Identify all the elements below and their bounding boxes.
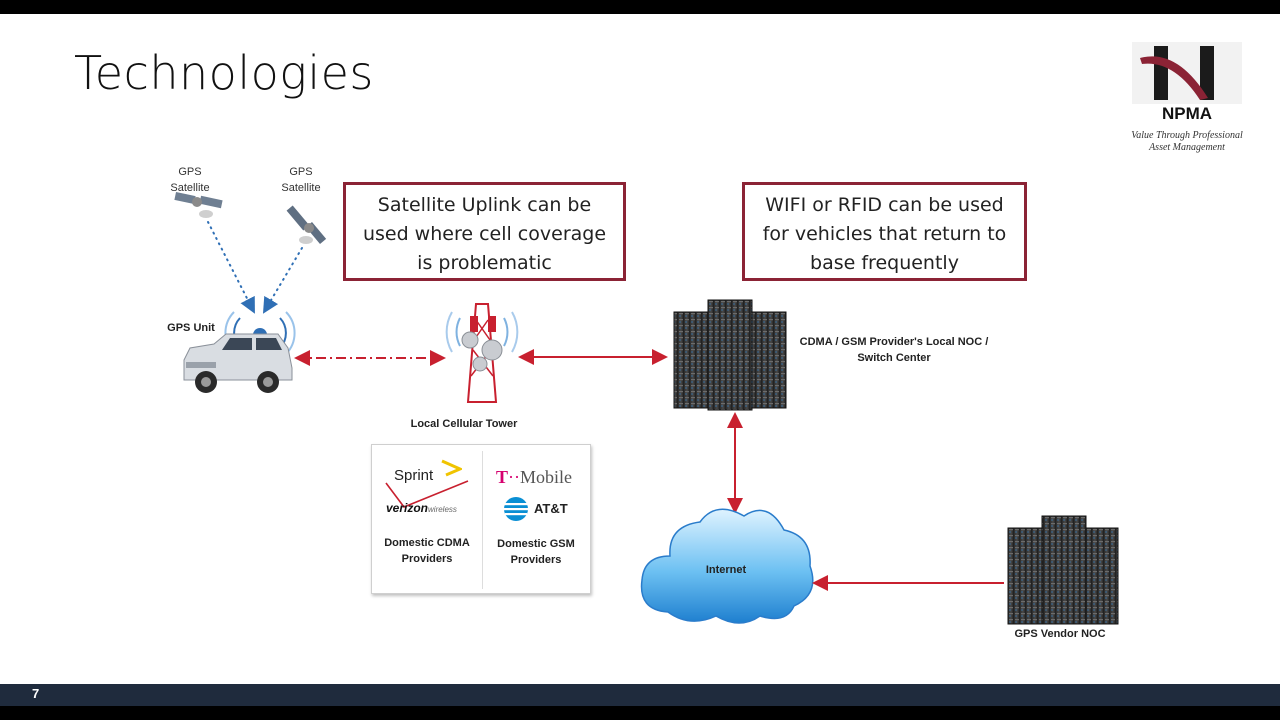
caption-line: Providers (510, 554, 562, 566)
providers-panel: Sprint verizonwireless Domestic CDMA Pro… (371, 444, 591, 594)
gps-satellite-icon (174, 192, 223, 218)
satellite-beam (207, 221, 255, 314)
npma-logo-mark (1132, 42, 1242, 104)
label-line: Satellite (281, 182, 321, 194)
callout-line: Satellite Uplink can be (377, 194, 592, 216)
tmobile-logo-text: Mobile (520, 467, 573, 487)
att-logo-text: AT&T (534, 501, 568, 516)
verizon-wireless-text: wireless (428, 505, 457, 514)
internet-cloud-icon (640, 508, 814, 624)
callout-line: used where cell coverage (362, 223, 607, 245)
gps-satellite-icon (286, 205, 327, 244)
cellular-tower-label: Local Cellular Tower (410, 418, 518, 430)
label-line: GPS (289, 166, 313, 178)
wifi-rfid-callout: WIFI or RFID can be used for vehicles th… (742, 182, 1027, 281)
callout-line: base frequently (810, 252, 959, 274)
npma-logo: NPMA Value Through Professional Asset Ma… (1122, 42, 1252, 157)
gps-vendor-noc-label: GPS Vendor NOC (1014, 628, 1106, 640)
page-number: 7 (32, 686, 40, 701)
slide-footer-bar (0, 684, 1280, 706)
logo-tagline-2: Asset Management (1149, 142, 1225, 153)
satellite-label: GPS Satellite (276, 164, 326, 196)
tmobile-t-text: T (496, 467, 509, 487)
satellite-label: GPS Satellite (165, 164, 215, 196)
slide-title: Technologies (74, 46, 374, 100)
logo-tagline-1: Value Through Professional (1131, 130, 1243, 141)
top-letterbox (0, 0, 1280, 14)
gsm-caption: Domestic GSM Providers (484, 536, 588, 568)
gps-vendor-servers-icon (1007, 515, 1119, 625)
sprint-logo-text: Sprint (394, 467, 434, 484)
verizon-check-icon (385, 480, 469, 508)
provider-noc-label: CDMA / GSM Provider's Local NOC / Switch… (788, 334, 1000, 366)
sprint-logo: Sprint (394, 459, 462, 484)
label-line: GPS (178, 166, 202, 178)
satellite-beam (262, 247, 303, 314)
verizon-logo: verizonwireless (386, 501, 457, 515)
satellite-uplink-callout: Satellite Uplink can be used where cell … (343, 182, 626, 281)
caption-line: Domestic CDMA (384, 537, 470, 549)
tmobile-logo: T··Mobile (496, 467, 572, 488)
gps-unit-label: GPS Unit (167, 322, 215, 334)
callout-line: WIFI or RFID can be used (765, 194, 1004, 216)
providers-divider (482, 451, 483, 589)
label-line: Switch Center (857, 352, 931, 364)
callout-line: for vehicles that return to (762, 223, 1007, 245)
caption-line: Providers (401, 553, 453, 565)
suv-vehicle-icon (183, 333, 293, 393)
verizon-logo-text: verizon (386, 501, 429, 515)
bottom-letterbox (0, 706, 1280, 720)
provider-noc-servers-icon (673, 299, 787, 411)
label-line: CDMA / GSM Provider's Local NOC / (799, 336, 989, 348)
att-globe-icon (504, 497, 528, 521)
tmobile-dots: ·· (508, 467, 521, 487)
label-line: Satellite (170, 182, 210, 194)
cellular-tower-icon (445, 303, 519, 403)
callout-line: is problematic (417, 252, 552, 274)
sprint-swoosh-icon (441, 459, 462, 477)
npma-logo-text: NPMA (1161, 104, 1213, 123)
cdma-caption: Domestic CDMA Providers (374, 535, 480, 567)
internet-label: Internet (705, 564, 747, 576)
caption-line: Domestic GSM (497, 538, 575, 550)
